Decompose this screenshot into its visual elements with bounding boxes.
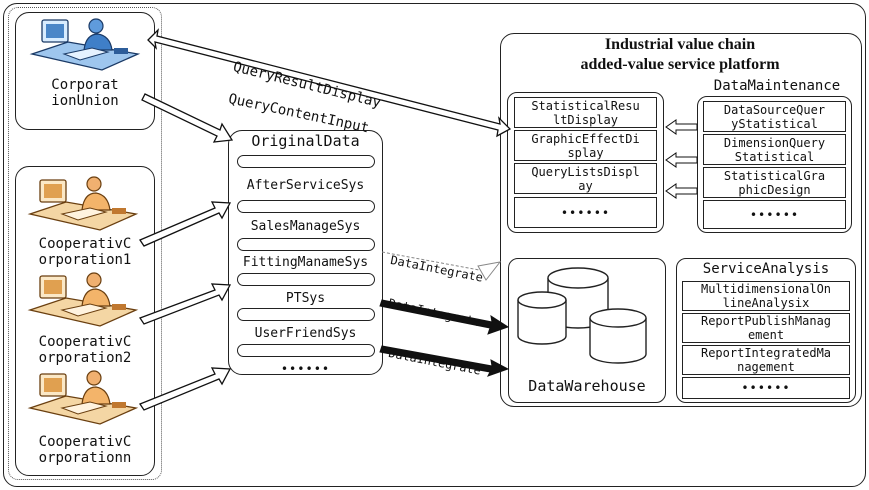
system-label-pt: PTSys [285, 291, 326, 306]
service-item-multidimensional: MultidimensionalOn lineAnalysix [682, 281, 850, 311]
display-more: •••••• [514, 197, 657, 228]
maintenance-arrow-2 [665, 152, 698, 168]
original-pill-3 [237, 273, 375, 286]
platform-title-line1: Industrial value chain [604, 36, 756, 53]
original-data-title: OriginalData [251, 132, 360, 150]
service-item-report-integrated: ReportIntegratedMa nagement [682, 345, 850, 375]
system-label-user-friend: UserFriendSys [254, 326, 357, 341]
cooperative-corporation2-icon [27, 272, 139, 327]
maint-item-data-source: DataSourceQuer yStatistical [703, 101, 846, 132]
cooperative-corporation2-label: CooperativC orporation2 [38, 334, 132, 366]
data-integrate-arrow-2 [379, 299, 510, 335]
coopn-arrow [139, 367, 232, 411]
service-more: •••••• [682, 377, 850, 399]
display-item-graphic-effect: GraphicEffectDi splay [514, 130, 657, 161]
query-result-arrow [147, 28, 512, 138]
original-pill-5 [237, 344, 375, 357]
data-maintenance-label: DataMaintenance [713, 78, 841, 94]
original-pill-4 [237, 308, 375, 321]
original-pill-0 [237, 155, 375, 168]
maint-more: •••••• [703, 200, 846, 229]
maint-item-graphic-design: StatisticalGra phicDesign [703, 167, 846, 198]
platform-title-line2: added-value service platform [580, 56, 780, 73]
original-more: •••••• [280, 362, 331, 376]
system-label-after-service: AfterServiceSys [246, 178, 365, 193]
corporation-union-icon [29, 18, 141, 71]
corporation-union-box [15, 12, 155, 130]
data-integrate-arrow-1 [381, 251, 502, 281]
query-content-arrow [141, 93, 234, 143]
maint-item-dimension-query: DimensionQuery Statistical [703, 134, 846, 165]
corporation-union-label: Corporat ionUnion [51, 77, 119, 109]
maintenance-arrow-3 [665, 183, 698, 199]
cooperative-corporation1-icon [27, 176, 139, 231]
cooperative-corporationn-label: CooperativC orporationn [38, 434, 132, 466]
coop1-arrow [139, 201, 232, 247]
original-pill-2 [237, 238, 375, 251]
left-panel [8, 7, 162, 480]
database-icon [517, 267, 647, 364]
display-item-statistical-result: StatisticalResu ltDisplay [514, 97, 657, 128]
system-label-fitting-maname: FittingManameSys [242, 255, 369, 270]
service-analysis-title: ServiceAnalysis [702, 261, 830, 277]
original-data-box [228, 130, 383, 375]
data-integrate-arrow-3 [379, 345, 510, 377]
cooperative-corporation1-label: CooperativC orporation1 [38, 236, 132, 268]
system-label-sales-manage: SalesManageSys [250, 219, 361, 234]
maintenance-arrow-1 [665, 119, 698, 135]
display-item-query-lists: QueryListsDispl ay [514, 163, 657, 194]
cooperative-corporationn-icon [27, 370, 139, 425]
coop2-arrow [139, 283, 232, 325]
original-pill-1 [237, 200, 375, 213]
service-item-report-publish: ReportPublishManag ement [682, 313, 850, 343]
data-warehouse-label: DataWarehouse [528, 377, 646, 395]
